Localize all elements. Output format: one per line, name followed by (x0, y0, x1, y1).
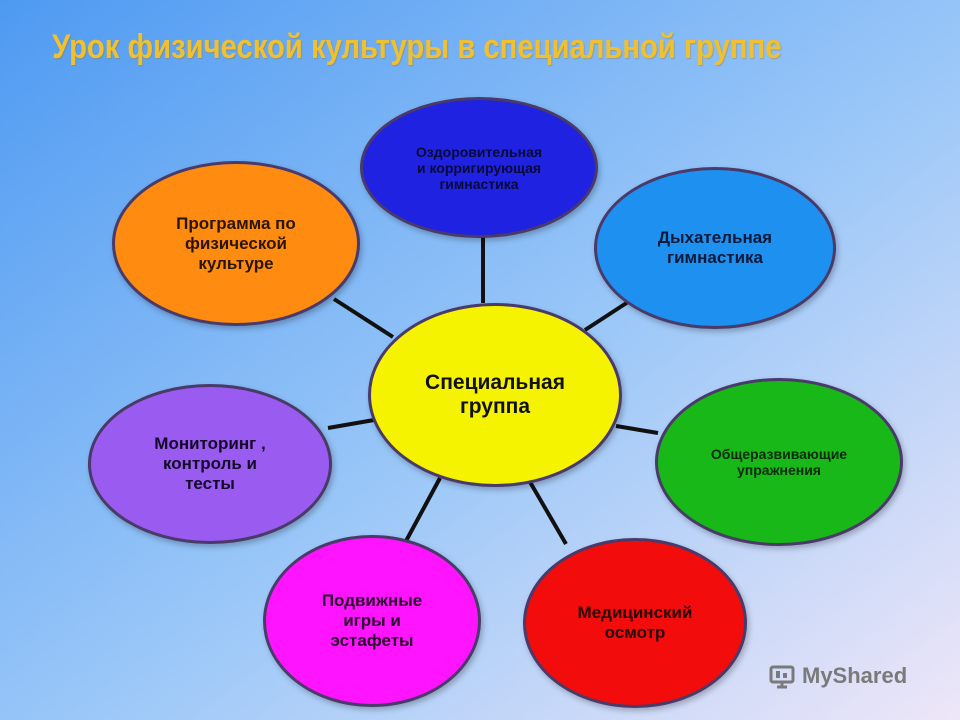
node-general-exercises: Общеразвивающие упражнения (655, 378, 903, 546)
node-label: Оздоровительная и корригирующая гимнасти… (415, 143, 543, 192)
node-breathing-gymnastics: Дыхательная гимнастика (594, 167, 836, 329)
node-label: Дыхательная гимнастика (657, 228, 773, 267)
slide-title: Урок физической культуры в специальной г… (52, 28, 782, 66)
center-label: Специальная группа (425, 371, 565, 418)
node-label: Общеразвивающие упражнения (710, 446, 848, 478)
node-label: Мониторинг , контроль и тесты (154, 434, 266, 493)
connector-program (332, 297, 395, 339)
connector-monitoring (327, 418, 375, 430)
connector-breathing-gymnastics (583, 300, 630, 332)
connector-general-exercises (615, 424, 659, 435)
node-health-gymnastics: Оздоровительная и корригирующая гимнасти… (360, 97, 598, 238)
node-label: Программа по физической культуре (176, 213, 296, 273)
node-program: Программа по физической культуре (112, 161, 360, 326)
node-center-special-group: Специальная группа (368, 303, 622, 487)
connector-medical-exam (528, 480, 568, 546)
node-medical-exam: Медицинский осмотр (523, 538, 747, 708)
presentation-icon (769, 665, 795, 689)
node-label: Медицинский осмотр (577, 603, 693, 642)
node-outdoor-games: Подвижные игры и эстафеты (263, 535, 481, 707)
watermark: MyShared (768, 656, 907, 696)
node-label: Подвижные игры и эстафеты (321, 591, 423, 650)
node-monitoring: Мониторинг , контроль и тесты (88, 384, 332, 544)
connector-outdoor-games (404, 477, 442, 542)
watermark-text: MyShared (802, 663, 908, 688)
